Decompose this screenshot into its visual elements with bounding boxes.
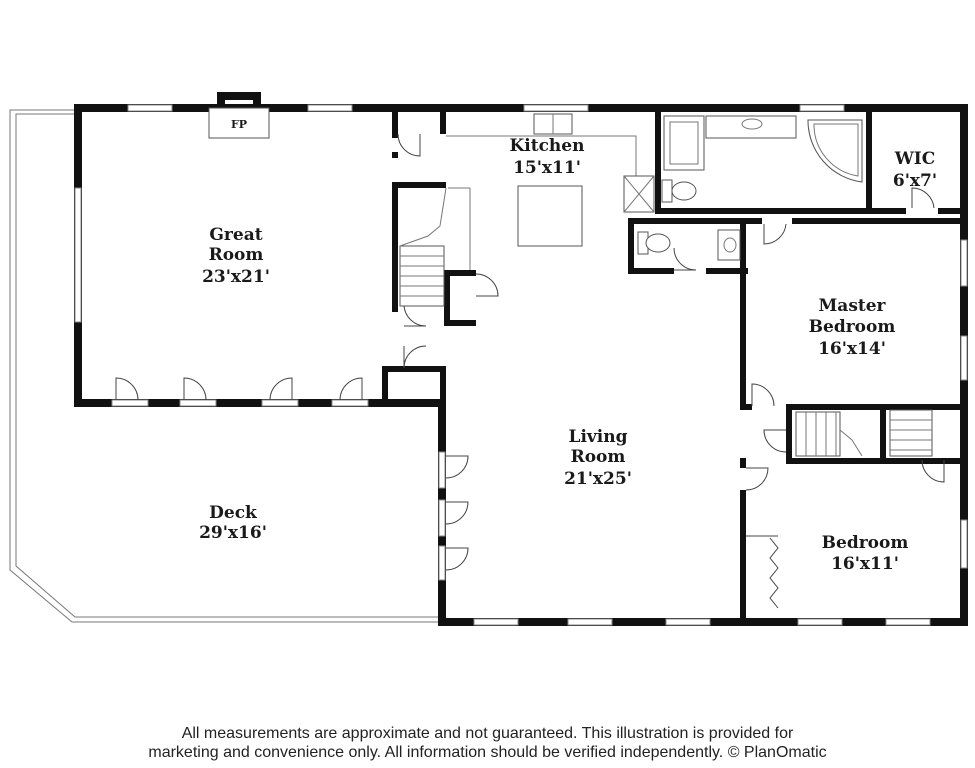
windows <box>74 104 968 626</box>
disclaimer-line1: All measurements are approximate and not… <box>181 725 794 742</box>
wic-label: WIC <box>894 149 936 169</box>
master-bedroom-dims: 16'x14' <box>818 339 886 359</box>
great-room-label-line1: Great <box>209 225 262 245</box>
deck-outline <box>9 109 440 623</box>
fireplace-label: FP <box>231 118 247 131</box>
living-room-dims: 21'x25' <box>564 469 632 489</box>
living-room-label-line2: Room <box>571 447 626 467</box>
bath-fixtures <box>637 115 863 261</box>
bedroom-label: Bedroom <box>822 533 909 553</box>
kitchen-island <box>517 185 583 247</box>
room-labels: Great Room 23'x21' Kitchen 15'x11' WIC 6… <box>199 136 935 574</box>
interior-walls <box>382 112 968 626</box>
bedroom-dims: 16'x11' <box>831 554 899 574</box>
fireplace: FP <box>208 107 270 139</box>
doors <box>115 133 945 609</box>
kitchen-fixtures <box>446 113 655 270</box>
wic-dimensions: 6'x7' <box>893 171 937 191</box>
kitchen-dims: 15'x11' <box>513 158 581 178</box>
disclaimer: All measurements are approximate and not… <box>0 724 975 762</box>
deck-label: Deck <box>209 503 258 523</box>
master-bedroom-label-line2: Bedroom <box>809 317 896 337</box>
kitchen-label: Kitchen <box>510 136 585 156</box>
great-room-label-line2: Room <box>209 245 264 265</box>
disclaimer-line2: marketing and convenience only. All info… <box>148 744 827 761</box>
master-bedroom-label-line1: Master <box>818 296 886 316</box>
stairs <box>399 187 933 457</box>
living-room-label-line1: Living <box>569 427 628 447</box>
deck-dims: 29'x16' <box>199 523 267 543</box>
great-room-dims: 23'x21' <box>202 267 270 287</box>
